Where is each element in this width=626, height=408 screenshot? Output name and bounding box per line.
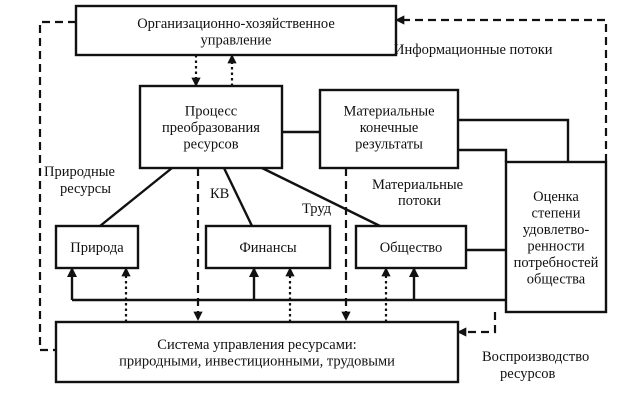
resource-management-text-line: Система управления ресурсами: [157,337,356,353]
needs-assessment-text-line: степени [532,205,581,221]
society-text-line: Общество [380,240,443,256]
process-to-finance-line [222,167,254,227]
needs-assessment-text-line: потребностей [514,255,599,271]
material-results-text-line: Материальные [343,104,434,120]
label-material-flows-line1: Материальные [372,177,463,193]
node-finance: Финансы [204,224,332,270]
resource-transformation-text-line: Процесс [185,104,237,120]
org-management-text-line: Организационно-хозяйственное [137,16,335,32]
results-assessment-lower [458,148,508,162]
label-material-flows-line2: потоки [398,193,441,209]
label-labor: Труд [302,201,332,217]
resource-transformation-text-line: ресурсов [183,137,238,153]
needs-assessment-text-line: Оценка [533,189,579,205]
material-results-text-line: конечные [360,120,419,136]
resource-management-text-line: природными, инвестиционными, трудовыми [119,353,395,369]
node-resource-management: Система управления ресурсами:природными,… [54,320,460,384]
needs-assessment-text-line: удовлетво- [523,222,590,238]
label-natural-resources-line1: Природные [44,164,115,180]
process-to-nature-line [99,167,173,227]
results-assessment-upper [458,118,570,162]
resource-transformation-text-line: преобразования [162,120,260,136]
label-reproduction-line2: ресурсов [500,366,555,382]
label-kv: КВ [210,186,229,202]
needs-assessment-text-line: общества [527,271,586,287]
info-loop-left [38,20,76,352]
node-needs-assessment: Оценкастепениудовлетво-ренностипотребнос… [504,160,608,314]
material-results-text-line: результаты [355,137,423,153]
org-management-text-line: управление [201,32,272,48]
label-reproduction-line1: Воспроизводство [482,349,589,365]
node-society: Общество [354,224,468,270]
reproduction-link [457,312,497,337]
label-natural-resources-line2: ресурсы [60,181,111,197]
nature-text-line: Природа [70,240,124,256]
label-info-flows: Информационные потоки [394,42,553,58]
needs-assessment-text-line: ренности [527,238,585,254]
process-to-society-line [261,166,381,228]
node-nature: Природа [54,224,140,270]
finance-text-line: Финансы [239,240,297,256]
